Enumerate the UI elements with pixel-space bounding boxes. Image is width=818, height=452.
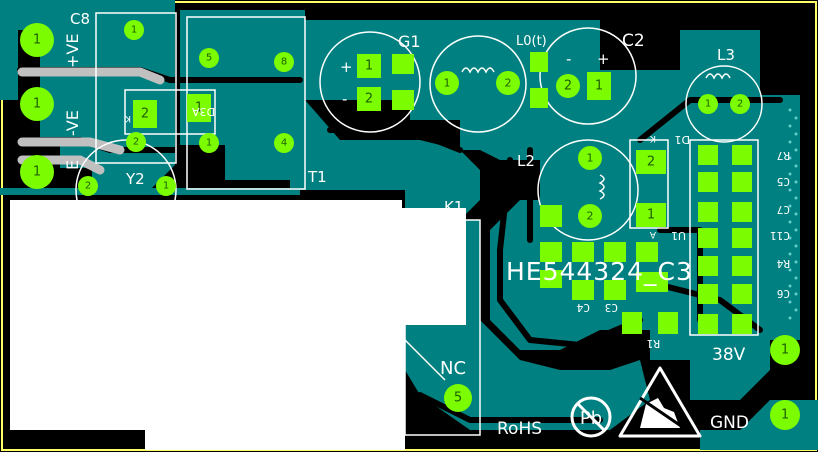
side-label-r4: R4 — [776, 257, 790, 270]
l3-pin1: 1 — [705, 99, 711, 110]
d3-pad-2 — [133, 100, 157, 128]
d3-k-label: K — [124, 113, 131, 123]
c2-label: C2 — [622, 31, 645, 51]
l0-outline — [429, 35, 527, 133]
earth-pin: 1 — [33, 165, 41, 180]
t1-pin4: 4 — [281, 138, 287, 149]
pb-free-icon: Pb — [570, 396, 612, 438]
negative-pin: 1 — [33, 97, 41, 112]
d3-label: D3A — [192, 105, 215, 118]
k1-label: K1 — [444, 198, 463, 216]
c2-pad-1 — [587, 72, 611, 100]
t1-pin1: 1 — [206, 138, 212, 149]
square-pads[interactable] — [133, 52, 752, 334]
bottom-label-c3: C3 — [605, 301, 618, 314]
earth-label: E — [63, 160, 82, 170]
d1-pad-2 — [636, 150, 666, 174]
d3-pin2: 2 — [141, 107, 149, 122]
output-gnd-pin: 1 — [781, 408, 789, 423]
l2-outline — [537, 139, 639, 241]
c2-pin2: 2 — [564, 79, 572, 94]
g1-plus: + — [340, 58, 353, 76]
c2-pin1: 1 — [595, 79, 603, 94]
c2-outline — [539, 27, 637, 125]
d1-pad-1 — [636, 203, 666, 227]
l0-pin2: 2 — [505, 77, 512, 90]
esd-warning-icon — [618, 366, 702, 438]
t1-pin8: 8 — [281, 57, 287, 68]
bottom-label-r1: R1 — [647, 337, 660, 350]
l0-pin1: 1 — [444, 77, 451, 90]
g1-pad-1 — [357, 54, 381, 78]
y2-pin1: 1 — [163, 181, 169, 192]
via-field — [788, 108, 798, 320]
u1-label: U1 — [671, 229, 686, 242]
side-label-c7: C7 — [777, 203, 790, 216]
d1-pin1: 1 — [647, 208, 655, 223]
y2-label: Y2 — [125, 170, 145, 188]
g1-label: G1 — [398, 32, 421, 51]
t1-label: T1 — [307, 168, 327, 186]
d3-outline — [124, 89, 216, 135]
side-components-outline — [689, 139, 759, 336]
coil-symbols — [461, 67, 731, 200]
t1-pin5: 5 — [206, 53, 212, 64]
side-label-r7: R7 — [777, 149, 790, 162]
part-number: HE544324_C3 — [506, 257, 693, 286]
c8-outline — [95, 12, 177, 164]
l2-pin2: 2 — [587, 210, 594, 223]
k1-nc-label: NC — [440, 358, 466, 379]
g1-pin2: 2 — [365, 92, 373, 107]
pad-numbers: 1 1 1 1 5 8 1 4 2 2 1 1 2 1 2 2 1 1 2 2 … — [33, 25, 789, 423]
output-gnd-label: GND — [710, 413, 749, 433]
rohs-label: RoHS — [497, 419, 542, 439]
y2-pin2: 2 — [85, 181, 91, 192]
l3-outline — [685, 65, 763, 143]
d3-pad-1 — [187, 94, 211, 122]
c8-pin1: 1 — [131, 25, 137, 36]
c2-minus: - — [566, 50, 571, 68]
u1-a-label: A — [649, 229, 656, 239]
output-38v-label: 38V — [712, 345, 746, 365]
side-label-c6: C6 — [777, 287, 790, 300]
k1-switch-line — [404, 339, 446, 381]
l2-pin1: 1 — [587, 152, 594, 165]
l3-label: L3 — [717, 46, 735, 64]
negative-label: -VE — [63, 110, 82, 136]
d1-outline — [629, 139, 669, 229]
g1-pad-2 — [357, 87, 381, 111]
round-pads[interactable] — [20, 20, 800, 430]
positive-pin: 1 — [33, 33, 41, 48]
g1-pin1: 1 — [365, 59, 373, 74]
g1-minus: - — [342, 90, 347, 108]
side-label-c5: C5 — [777, 175, 790, 188]
l2-label: L2 — [517, 152, 535, 170]
d3-pin1: 1 — [195, 101, 203, 116]
c8-label: C8 — [70, 10, 90, 28]
d1-label: D1 — [675, 133, 690, 146]
d1-pin2: 2 — [647, 155, 655, 170]
silk-labels: C8 +VE -VE E D3A K Y2 T1 G1 + - L0(t) C2… — [63, 10, 790, 439]
k1-nc-pin: 5 — [454, 391, 462, 406]
d1-k-label: K — [649, 133, 656, 143]
bottom-label-c4: C4 — [576, 301, 590, 314]
l0-label: L0(t) — [516, 34, 547, 49]
side-label-c11: C11 — [770, 229, 790, 242]
g1-outline — [319, 31, 421, 133]
positive-label: +VE — [63, 34, 82, 68]
white-overlay — [10, 200, 466, 450]
c2-plus: + — [597, 50, 610, 68]
output-38v-pin: 1 — [781, 343, 789, 358]
l3-pin2: 2 — [737, 99, 743, 110]
y2-pin-top: 2 — [133, 137, 139, 148]
